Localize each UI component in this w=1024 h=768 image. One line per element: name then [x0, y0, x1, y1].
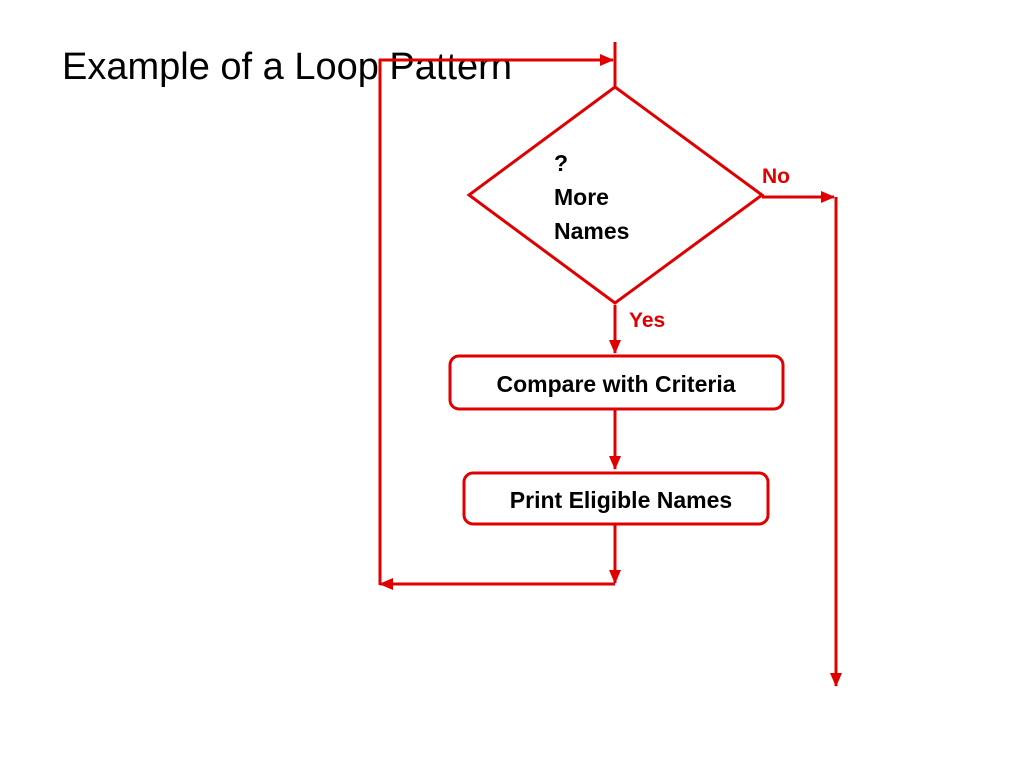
- decision-diamond: [466, 85, 765, 305]
- compare-step-label: Compare with Criteria: [497, 371, 736, 397]
- decision-line-1: ?: [554, 150, 568, 176]
- yes-label: Yes: [629, 309, 665, 332]
- print-step-label: Print Eligible Names: [510, 487, 732, 513]
- decision-line-3: Names: [554, 218, 629, 244]
- decision-line-2: More: [554, 184, 609, 210]
- decision-label: ? More Names: [554, 150, 629, 244]
- slide-title: Example of a Loop Pattern: [62, 46, 512, 88]
- no-label: No: [762, 165, 790, 188]
